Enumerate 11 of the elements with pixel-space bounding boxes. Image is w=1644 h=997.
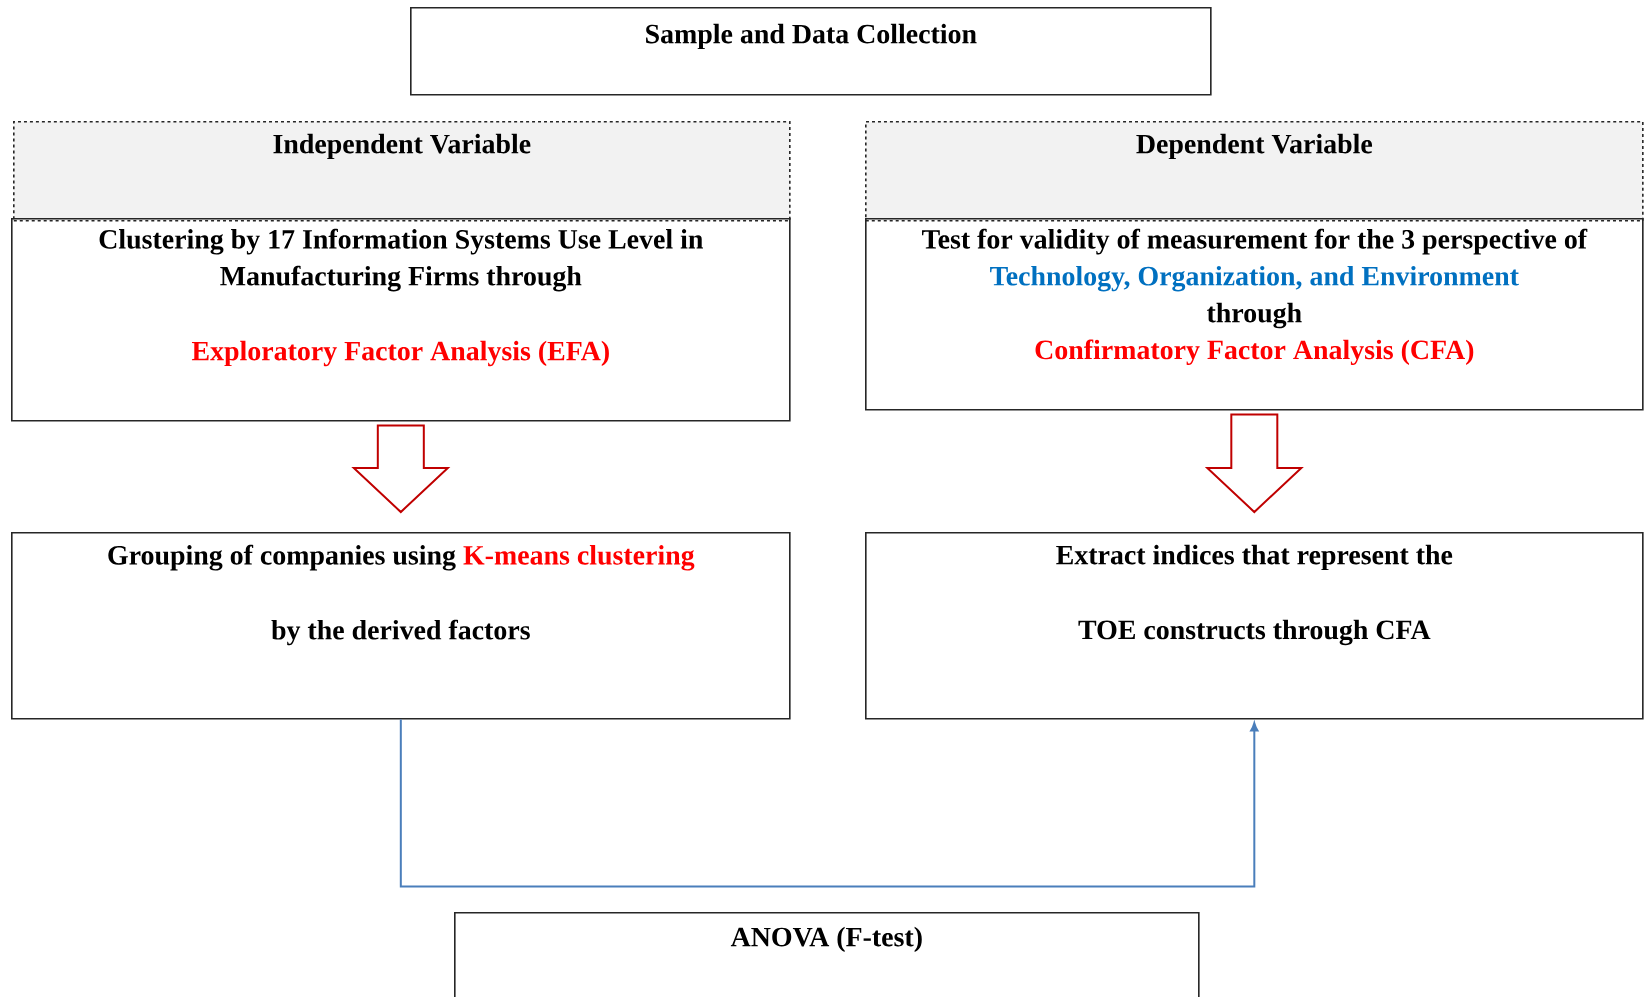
process-box: Extract indices that represent the TOE constructs through CFA: [865, 532, 1644, 720]
process-box: Test for validity of measurement for the 3 perspective of Technology, Organization, and Environment through Confirmatory Factor Analysis (CFA): [865, 218, 1644, 411]
header-band: Independent Variable: [13, 121, 791, 222]
result-box: ANOVA (F-test): [454, 912, 1200, 997]
process-box: Grouping of companies using K-means clustering by the derived factors: [11, 532, 791, 720]
block-arrow: [1204, 413, 1304, 514]
title-box: Sample and Data Collection: [410, 7, 1212, 96]
header-band: Dependent Variable: [865, 121, 1644, 222]
process-box: Clustering by 17 Information Systems Use Level in Manufacturing Firms through Exploratory Factor Analysis (EFA): [11, 218, 791, 422]
connector-arrow: [399, 718, 1259, 888]
block-arrow: [351, 424, 451, 514]
